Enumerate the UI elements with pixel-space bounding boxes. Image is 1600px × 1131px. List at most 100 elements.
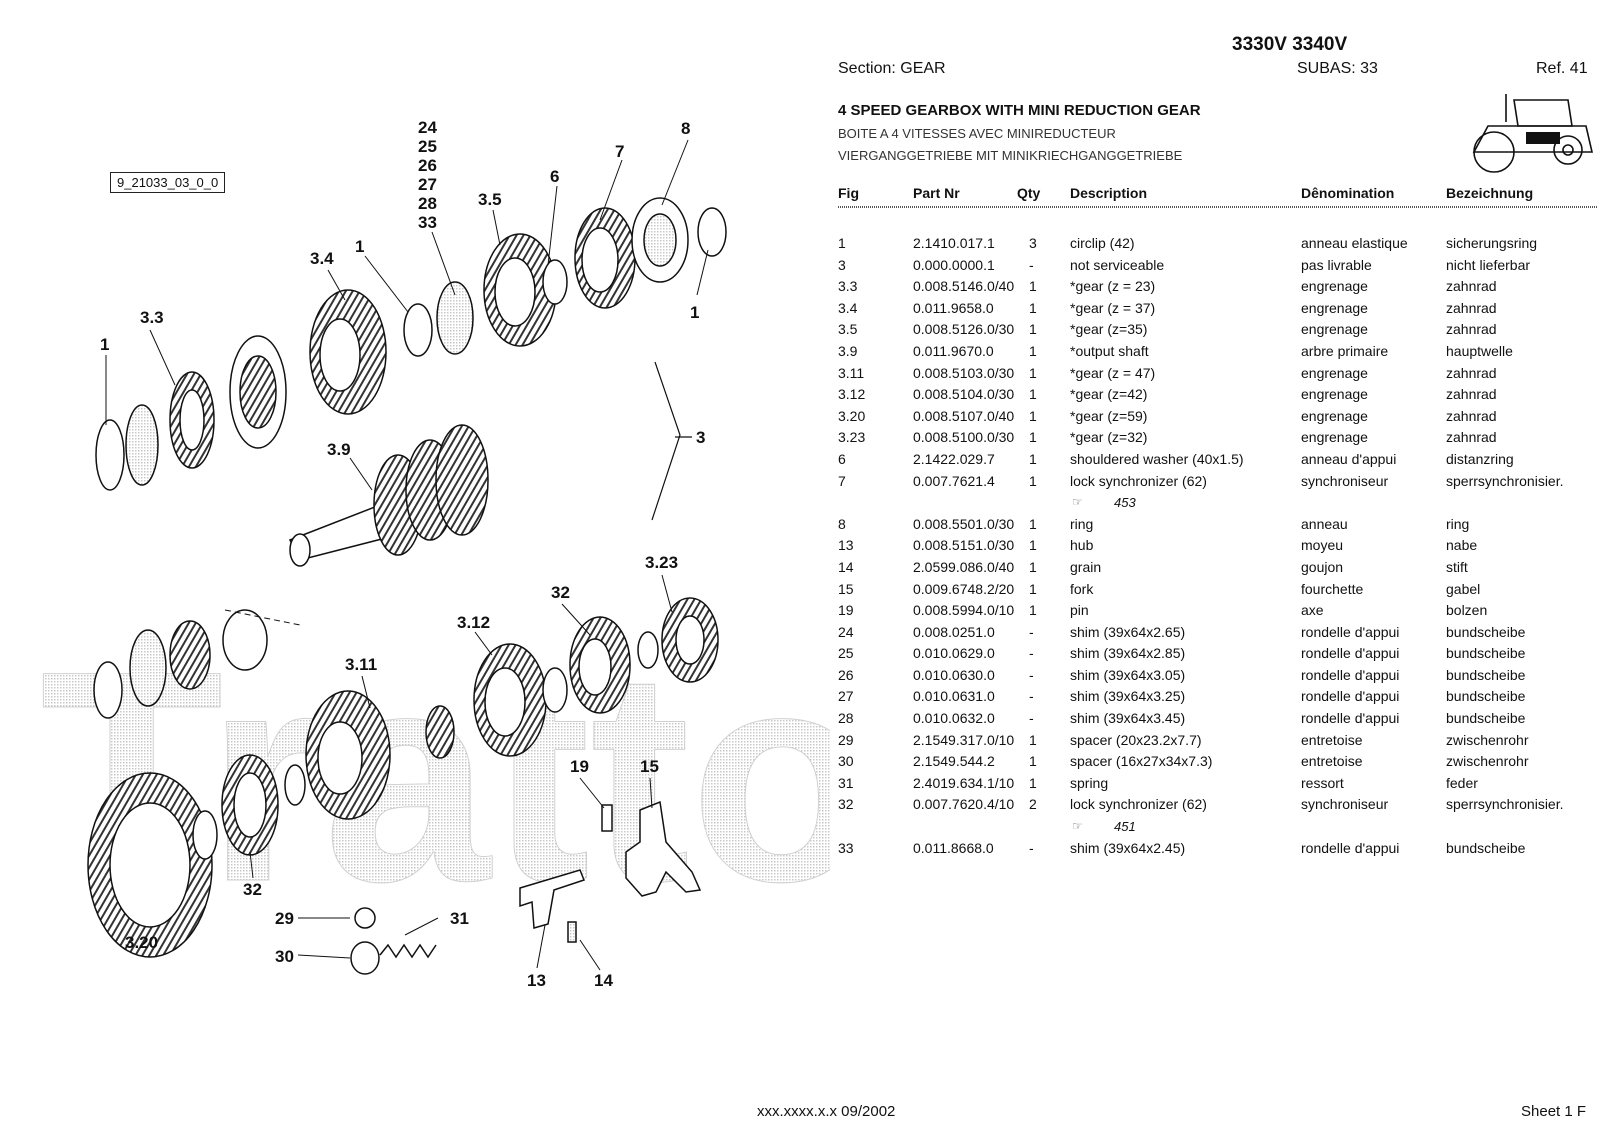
callout-1-left: 1 <box>100 335 109 354</box>
cell-fig: 3.3 <box>838 278 858 295</box>
cell-qty: 1 <box>1029 299 1037 316</box>
cell-qty: 2 <box>1029 796 1037 813</box>
cell-description: spacer (16x27x34x7.3) <box>1070 753 1213 770</box>
footer-sheet: Sheet 1 F <box>1521 1103 1587 1120</box>
callout-19: 19 <box>570 757 589 776</box>
cell-part-nr: 0.010.0630.0 <box>913 666 995 683</box>
cell-fig: 15 <box>838 580 854 597</box>
cell-description: lock synchronizer (62) <box>1070 796 1207 813</box>
tractor-icon <box>1472 94 1594 173</box>
cell-description: grain <box>1070 558 1102 575</box>
cell-qty: 1 <box>1029 407 1037 424</box>
cell-qty: 1 <box>1029 602 1037 619</box>
callout-8: 8 <box>681 119 690 138</box>
cell-denomination: entretoise <box>1301 753 1363 770</box>
cell-denomination: goujon <box>1301 558 1344 575</box>
section-label: Section: GEAR <box>838 60 946 77</box>
cell-part-nr: 0.007.7620.4/10 <box>913 796 1015 813</box>
cell-description: shim (39x64x3.05) <box>1070 666 1186 683</box>
lower-gear-assembly <box>87 597 719 975</box>
cell-denomination: engrenage <box>1301 321 1368 338</box>
callout-3: 3 <box>696 428 705 447</box>
cell-qty: 1 <box>1029 278 1037 295</box>
column-header-bezeichnung: Bezeichnung <box>1446 185 1534 201</box>
cell-bezeichnung: bundscheibe <box>1446 666 1526 683</box>
cell-qty: 1 <box>1029 558 1037 575</box>
cell-qty: - <box>1029 710 1034 727</box>
cell-fig: 3.12 <box>838 386 866 403</box>
cell-fig: 14 <box>838 558 854 575</box>
callout-3-4: 3.4 <box>310 249 334 268</box>
callout-30: 30 <box>275 947 294 966</box>
cell-bezeichnung: zahnrad <box>1446 299 1497 316</box>
callout-3-3: 3.3 <box>140 308 164 327</box>
cell-description: *gear (z = 47) <box>1070 364 1156 381</box>
cell-fig: 8 <box>838 515 846 532</box>
callout-25: 25 <box>418 137 437 156</box>
cell-description: shim (39x64x2.85) <box>1070 645 1186 662</box>
cell-description: *gear (z=59) <box>1070 407 1148 424</box>
cell-bezeichnung: zahnrad <box>1446 321 1497 338</box>
reference-label: Ref. 41 <box>1536 60 1588 77</box>
cell-denomination: fourchette <box>1301 580 1364 597</box>
cross-reference-note: ☞451 <box>838 816 1598 838</box>
cell-part-nr: 0.008.5103.0/30 <box>913 364 1015 381</box>
cell-bezeichnung: sperrsynchronisier. <box>1446 472 1564 489</box>
cell-part-nr: 0.008.0251.0 <box>913 623 995 640</box>
cell-part-nr: 0.000.0000.1 <box>913 256 995 273</box>
callout-24: 24 <box>418 118 437 137</box>
callout-27: 27 <box>418 175 437 194</box>
model-number: 3330V 3340V <box>1232 34 1348 55</box>
cell-description: circlip (42) <box>1070 235 1135 251</box>
subassembly-label: SUBAS: 33 <box>1297 60 1378 77</box>
cell-fig: 3.23 <box>838 429 866 446</box>
cell-description: spacer (20x23.2x7.7) <box>1070 731 1202 748</box>
cell-bezeichnung: nicht lieferbar <box>1446 256 1531 273</box>
column-header-qty: Qty <box>1017 185 1041 201</box>
cell-part-nr: 2.1549.544.2 <box>913 753 995 770</box>
callout-32-lower: 32 <box>243 880 262 899</box>
callout-13: 13 <box>527 971 546 990</box>
table-row: 14 2.0599.086.0/40 1 grain goujon stift <box>838 557 1598 579</box>
callout-31: 31 <box>450 909 469 928</box>
cell-fig: 3 <box>838 256 846 273</box>
cell-part-nr: 2.4019.634.1/10 <box>913 774 1015 791</box>
cell-denomination: engrenage <box>1301 407 1368 424</box>
header-rule <box>838 206 1598 208</box>
drawing-reference-code: 9_21033_03_0_0 <box>110 172 226 193</box>
cell-bezeichnung: stift <box>1446 558 1468 575</box>
cell-part-nr: 0.010.0631.0 <box>913 688 995 705</box>
cell-description: spring <box>1070 774 1109 791</box>
cell-fig: 24 <box>838 623 854 640</box>
cell-description: *gear (z = 23) <box>1070 278 1156 295</box>
cell-qty: - <box>1029 645 1034 662</box>
cell-description: *gear (z=42) <box>1070 386 1148 403</box>
cell-qty: - <box>1029 839 1034 856</box>
cell-part-nr: 0.008.5146.0/40 <box>913 278 1015 295</box>
column-header-part-nr: Part Nr <box>913 185 960 201</box>
cell-part-nr: 0.007.7621.4 <box>913 472 995 489</box>
cell-part-nr: 2.0599.086.0/40 <box>913 558 1015 575</box>
cell-denomination: engrenage <box>1301 386 1368 403</box>
cell-bezeichnung: zahnrad <box>1446 386 1497 403</box>
cell-fig: 6 <box>838 450 846 467</box>
cell-denomination: rondelle d'appui <box>1301 666 1400 683</box>
cell-part-nr: 0.008.5501.0/30 <box>913 515 1015 532</box>
cell-bezeichnung: nabe <box>1446 537 1478 554</box>
cell-bezeichnung: sperrsynchronisier. <box>1446 796 1564 813</box>
cell-bezeichnung: bundscheibe <box>1446 688 1526 705</box>
cell-bezeichnung: zahnrad <box>1446 429 1497 446</box>
dashed-guide <box>224 609 301 626</box>
cell-denomination: rondelle d'appui <box>1301 710 1400 727</box>
cell-qty: - <box>1029 688 1034 705</box>
leader-lines <box>105 139 709 971</box>
cell-fig: 28 <box>838 710 854 727</box>
cell-denomination: anneau d'appui <box>1301 450 1397 467</box>
